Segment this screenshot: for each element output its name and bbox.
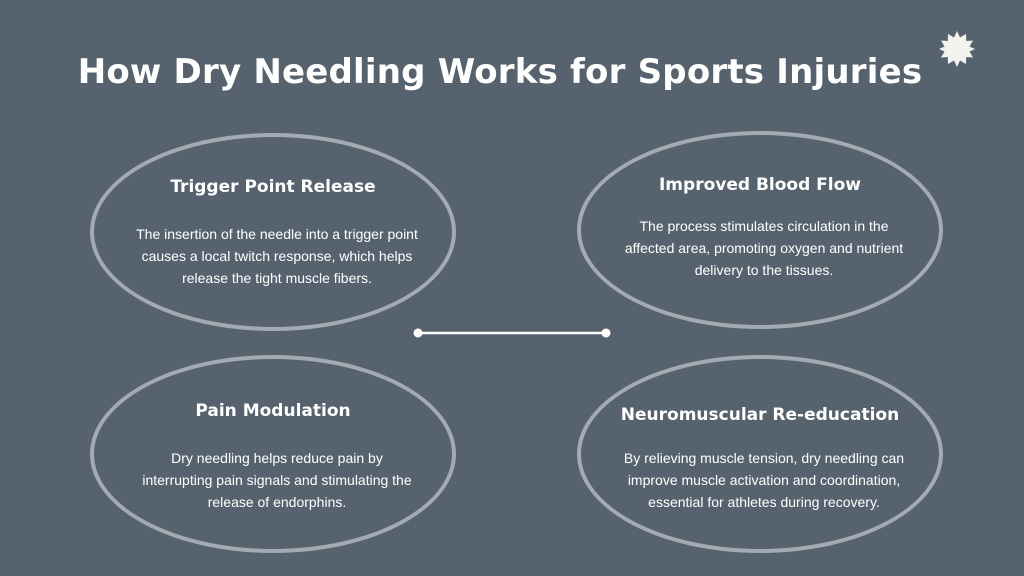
- card-trigger-point-release: Trigger Point Release The insertion of t…: [90, 133, 456, 331]
- card-line: By relieving muscle tension, dry needlin…: [623, 450, 905, 466]
- card-line: improve muscle activation and coordinati…: [627, 472, 901, 488]
- connector-dot-left: [413, 328, 423, 338]
- connector-dot-right: [601, 328, 611, 338]
- card-line: delivery to the tissues.: [694, 262, 834, 278]
- card-line: Dry needling helps reduce pain by: [171, 450, 383, 466]
- card-heading: Pain Modulation: [195, 401, 351, 421]
- card-description: The process stimulates circulation in th…: [601, 215, 927, 281]
- card-line: interrupting pain signals and stimulatin…: [142, 472, 412, 488]
- card-heading: Neuromuscular Re-education: [620, 405, 900, 425]
- sunburst-icon: [939, 31, 975, 67]
- card-line: release the tight muscle fibers.: [182, 270, 372, 286]
- card-description: Dry needling helps reduce pain by interr…: [114, 447, 440, 513]
- card-heading: Improved Blood Flow: [658, 175, 862, 195]
- card-line: The insertion of the needle into a trigg…: [136, 226, 418, 242]
- card-line: causes a local twitch response, which he…: [141, 248, 413, 264]
- connector-line: [413, 328, 611, 338]
- card-heading: Trigger Point Release: [170, 177, 376, 197]
- card-pain-modulation: Pain Modulation Dry needling helps reduc…: [90, 355, 456, 553]
- card-line: essential for athletes during recovery.: [648, 494, 880, 510]
- card-description: By relieving muscle tension, dry needlin…: [601, 447, 927, 513]
- card-line: The process stimulates circulation in th…: [639, 218, 889, 234]
- card-description: The insertion of the needle into a trigg…: [114, 223, 440, 289]
- card-line: release of endorphins.: [207, 494, 347, 510]
- card-neuromuscular-re-education: Neuromuscular Re-education By relieving …: [577, 355, 943, 553]
- card-improved-blood-flow: Improved Blood Flow The process stimulat…: [577, 131, 943, 329]
- page-title: How Dry Needling Works for Sports Injuri…: [77, 52, 923, 92]
- card-line: affected area, promoting oxygen and nutr…: [624, 240, 904, 256]
